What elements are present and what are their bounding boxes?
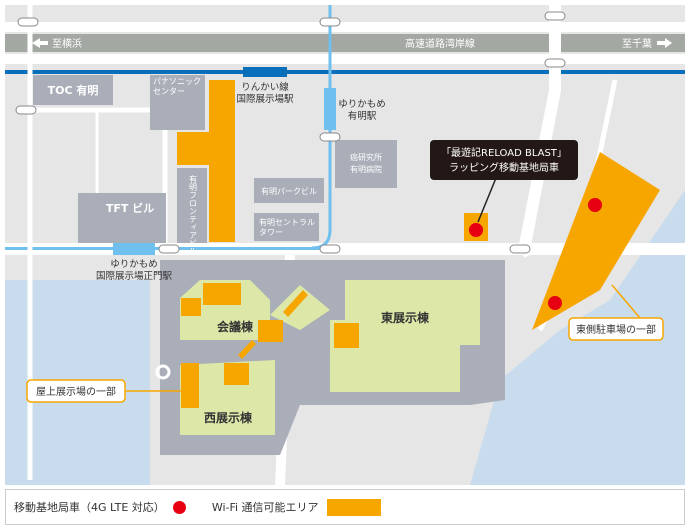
junction-marker bbox=[544, 11, 566, 21]
building-tft bbox=[78, 193, 166, 243]
label-park: 有明パークビル bbox=[261, 186, 317, 196]
label-conference: 会議棟 bbox=[217, 319, 254, 334]
callout-east-parking-text: 東側駐車場の一部 bbox=[576, 323, 656, 336]
junction-marker bbox=[17, 17, 39, 27]
building-panasonic bbox=[150, 75, 205, 130]
label-ariake-2: 有明駅 bbox=[348, 110, 377, 122]
wifi-area bbox=[238, 340, 256, 359]
label-toc: TOC 有明 bbox=[48, 83, 99, 97]
wifi-area bbox=[283, 290, 308, 317]
legend-wifi: Wi-Fi 通信可能エリア bbox=[211, 498, 381, 516]
wifi-area bbox=[258, 320, 283, 342]
callout-east-parking bbox=[568, 317, 664, 341]
east-hall bbox=[330, 280, 480, 392]
base-station-dot bbox=[469, 223, 483, 237]
arrow-left-icon bbox=[32, 38, 48, 48]
yurikamome-line bbox=[311, 5, 332, 250]
junction-marker bbox=[544, 58, 566, 68]
label-tft: TFT ビル bbox=[106, 201, 154, 215]
label-to-chiba: 至千葉 bbox=[622, 37, 652, 50]
label-frontier: 有明フロンティアビル bbox=[189, 174, 198, 255]
junction-marker bbox=[319, 132, 341, 142]
wifi-area-ariake bbox=[177, 132, 235, 165]
label-panasonic-1: パナソニック bbox=[153, 77, 201, 86]
legend-wifi-label: Wi-Fi 通信可能エリア bbox=[211, 501, 319, 514]
callout-mobile-station bbox=[430, 140, 578, 180]
wifi-area-east-parking bbox=[532, 152, 660, 330]
callout-line bbox=[611, 284, 641, 319]
junction-marker bbox=[319, 17, 341, 27]
west-hall bbox=[180, 360, 275, 435]
junction-marker bbox=[319, 244, 341, 254]
callout-mobile-1: 「最遊記RELOAD BLAST」 bbox=[441, 146, 567, 159]
label-west-hall: 西展示棟 bbox=[204, 410, 253, 425]
legend-station: 移動基地局車（4G LTE 対応） bbox=[14, 499, 186, 515]
label-to-yokohama: 至横浜 bbox=[52, 37, 82, 50]
walkway bbox=[270, 285, 330, 330]
callout-line bbox=[477, 177, 497, 223]
label-cancer-1: 癌研究所 bbox=[350, 152, 382, 162]
road bbox=[5, 22, 685, 32]
building-cancer-hospital bbox=[335, 140, 397, 188]
label-seimon-1: ゆりかもめ bbox=[110, 259, 158, 270]
label-central-2: タワー bbox=[259, 228, 283, 237]
callout-rooftop-text: 屋上展示場の一部 bbox=[36, 385, 116, 398]
label-central-1: 有明セントラル bbox=[259, 217, 315, 227]
callout-rooftop bbox=[26, 379, 126, 403]
rinkai-line bbox=[5, 70, 685, 74]
wifi-area bbox=[203, 283, 241, 305]
building-frontier bbox=[177, 168, 207, 243]
wifi-area bbox=[224, 363, 249, 385]
junction-marker bbox=[15, 105, 37, 115]
yurikamome-ariake-marker bbox=[324, 88, 336, 130]
label-panasonic-2: センター bbox=[153, 87, 185, 96]
orange-area-icon bbox=[326, 498, 381, 516]
highway bbox=[5, 34, 685, 52]
label-rinkai-2: 国際展示場駅 bbox=[236, 93, 294, 105]
callout-mobile-2: ラッピング移動基地局車 bbox=[449, 161, 559, 174]
junction-marker bbox=[509, 244, 531, 254]
building-toc bbox=[33, 75, 113, 105]
label-ariake-1: ゆりかもめ bbox=[338, 99, 386, 110]
legend: 移動基地局車（4G LTE 対応） Wi-Fi 通信可能エリア bbox=[5, 489, 685, 525]
label-east-hall: 東展示棟 bbox=[381, 310, 430, 325]
wifi-area bbox=[181, 363, 199, 408]
arrow-right-icon bbox=[657, 38, 672, 48]
wifi-area bbox=[334, 323, 359, 348]
wifi-area bbox=[181, 298, 201, 316]
venue-map: TOC 有明 パナソニック センター TFT ビル 有明フロンティアビル 癌研究… bbox=[5, 5, 685, 486]
label-seimon-2: 国際展示場正門駅 bbox=[96, 270, 173, 282]
road-junction-markers bbox=[15, 11, 566, 254]
junction-marker bbox=[158, 244, 180, 254]
rinkai-station-marker bbox=[243, 67, 287, 77]
roundabout bbox=[155, 364, 171, 380]
label-highway: 高速道路湾岸線 bbox=[405, 37, 475, 50]
base-station-dot bbox=[548, 296, 562, 310]
legend-station-label: 移動基地局車（4G LTE 対応） bbox=[14, 501, 165, 514]
red-dot-icon bbox=[172, 500, 186, 514]
conference-building bbox=[180, 280, 270, 340]
road bbox=[5, 54, 685, 64]
label-rinkai-1: りんかい線 bbox=[241, 81, 289, 93]
building-central-tower bbox=[254, 213, 319, 241]
base-station-dot bbox=[588, 198, 602, 212]
yurikamome-seimon-marker bbox=[113, 243, 155, 255]
label-cancer-2: 有明病院 bbox=[350, 164, 382, 174]
building-park bbox=[254, 178, 324, 203]
wifi-areas-big-sight bbox=[181, 152, 660, 408]
